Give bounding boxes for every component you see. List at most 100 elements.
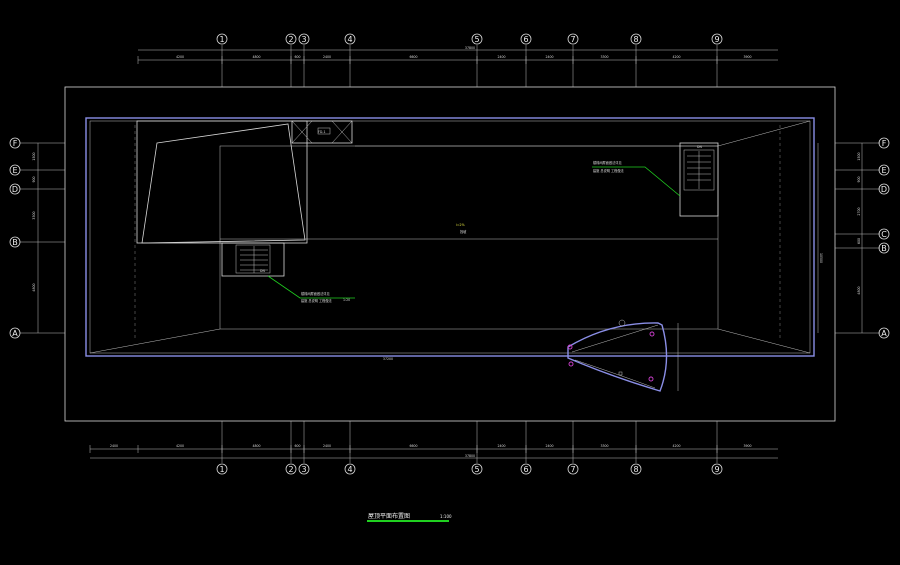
stair-left [221, 242, 285, 277]
axis-bubble-left-label: B [12, 238, 18, 247]
stair-tag-right: DN [697, 145, 702, 149]
dim-right-segment: 1500 [857, 152, 861, 160]
drain-marker [568, 361, 574, 367]
dim-left-segment: 900 [32, 176, 36, 182]
roof-slope-note: i=2% [456, 223, 465, 227]
stair-right [679, 142, 719, 217]
dim-top-segment: 2400 [545, 55, 553, 59]
axis-bubble-right-label: C [881, 230, 887, 239]
dim-bottom-segment: 2400 [497, 444, 505, 448]
dim-bottom-segment: 4200 [672, 444, 680, 448]
bay-inner-curve [574, 359, 656, 389]
axis-bubble-bottom-label: 7 [570, 465, 575, 474]
axis-bubble-bottom: 6 [520, 463, 532, 475]
axis-bubble-right-label: F [882, 139, 887, 148]
axis-bubble-right-label: E [881, 166, 886, 175]
axis-bubble-left: B [9, 236, 21, 248]
stair-tag-left: 1:20 [343, 298, 350, 302]
dim-right-total: 10500 [819, 253, 823, 263]
slope-line [89, 328, 221, 354]
dim-bottom-segment: 600 [294, 444, 300, 448]
axis-bubble-left-label: F [13, 139, 18, 148]
dim-right-segment: 900 [857, 176, 861, 182]
slope-line [717, 120, 811, 147]
axis-bubble-right-label: A [881, 329, 887, 338]
axis-bubble-bottom-label: 4 [347, 465, 352, 474]
stair-note-left-2: 建施 总说明 工程做法 [301, 298, 332, 303]
drawing-frame [64, 86, 836, 422]
axis-bubble-top-label: 8 [633, 35, 638, 44]
drawing-scale: 1:100 [440, 514, 452, 519]
axis-bubble-left-label: E [12, 166, 17, 175]
dim-top-segment: 3300 [600, 55, 608, 59]
axis-bubble-left: D [9, 183, 21, 195]
curved-bay-outline [567, 322, 668, 392]
dim-top-segment: 4200 [176, 55, 184, 59]
dim-bottom-segment: 3300 [600, 444, 608, 448]
axis-bubble-top: 9 [711, 33, 723, 45]
dim-top-segment: 600 [294, 55, 300, 59]
dim-bottom-segment: 2400 [110, 444, 118, 448]
axis-bubble-top-label: 7 [570, 35, 575, 44]
axis-bubble-bottom: 4 [344, 463, 356, 475]
axis-bubble-bottom: 7 [567, 463, 579, 475]
hatch-tag: FD-1 [318, 130, 325, 134]
dim-left-segment: 4800 [32, 283, 36, 291]
stair-tag-left-up: DN [260, 269, 265, 273]
dim-top-segment: 2400 [497, 55, 505, 59]
roof-outline-outer [85, 117, 815, 357]
axis-bubble-right: E [878, 164, 890, 176]
axis-bubble-top: 1 [216, 33, 228, 45]
leader-left [267, 275, 355, 299]
drain-marker [649, 331, 655, 337]
parapet-inner [219, 145, 719, 330]
axis-bubble-bottom-label: 2 [288, 465, 293, 474]
skylight-outline [141, 123, 306, 244]
drawing-title: 屋顶平面布置图 [368, 512, 410, 520]
dim-bottom-segment: 2400 [545, 444, 553, 448]
axis-bubble-top: 8 [630, 33, 642, 45]
bay-point [618, 371, 623, 376]
roof-outline-inner [89, 120, 811, 354]
dim-bottom-segment: 4800 [252, 444, 260, 448]
axis-bubble-bottom-label: 8 [633, 465, 638, 474]
dim-top-segment: 4200 [672, 55, 680, 59]
axis-bubble-bottom: 3 [298, 463, 310, 475]
axis-bubble-top-label: 4 [347, 35, 352, 44]
axis-bubble-right: F [878, 137, 890, 149]
dim-right-segment: 2700 [857, 207, 861, 215]
drain-marker [567, 344, 573, 350]
axis-bubble-right: B [878, 242, 890, 254]
raised-roof-block [136, 120, 308, 244]
axis-bubble-bottom: 5 [471, 463, 483, 475]
axis-bubble-top-label: 2 [288, 35, 293, 44]
axis-bubble-top-label: 9 [714, 35, 719, 44]
axis-bubble-bottom: 2 [285, 463, 297, 475]
dim-bottom-segment: 2400 [323, 444, 331, 448]
axis-bubble-bottom-label: 6 [523, 465, 528, 474]
axis-bubble-left-label: A [12, 329, 18, 338]
axis-bubble-bottom: 1 [216, 463, 228, 475]
axis-bubble-top-label: 6 [523, 35, 528, 44]
axis-bubble-top: 7 [567, 33, 579, 45]
dim-left-segment: 1500 [32, 152, 36, 160]
roof-slope-note-sub: 找坡 [460, 229, 467, 234]
dim-top-total: 37800 [465, 46, 475, 50]
axis-bubble-bottom-label: 5 [474, 465, 479, 474]
bay-inner-line [571, 324, 659, 353]
axis-bubble-left: E [9, 164, 21, 176]
axis-bubble-right-label: D [881, 185, 887, 194]
dim-bottom-segment: 4200 [176, 444, 184, 448]
axis-bubble-right: C [878, 228, 890, 240]
bay-point [618, 319, 626, 327]
axis-bubble-right: A [878, 327, 890, 339]
dim-left-segment: 3300 [32, 211, 36, 219]
dim-top-segment: 4800 [252, 55, 260, 59]
axis-bubble-top: 2 [285, 33, 297, 45]
axis-bubble-top-label: 5 [474, 35, 479, 44]
leader-right [592, 166, 681, 197]
axis-bubble-top-label: 1 [219, 35, 224, 44]
axis-bubble-top: 3 [298, 33, 310, 45]
dim-bottom-segment: 3900 [743, 444, 751, 448]
axis-bubble-bottom: 9 [711, 463, 723, 475]
